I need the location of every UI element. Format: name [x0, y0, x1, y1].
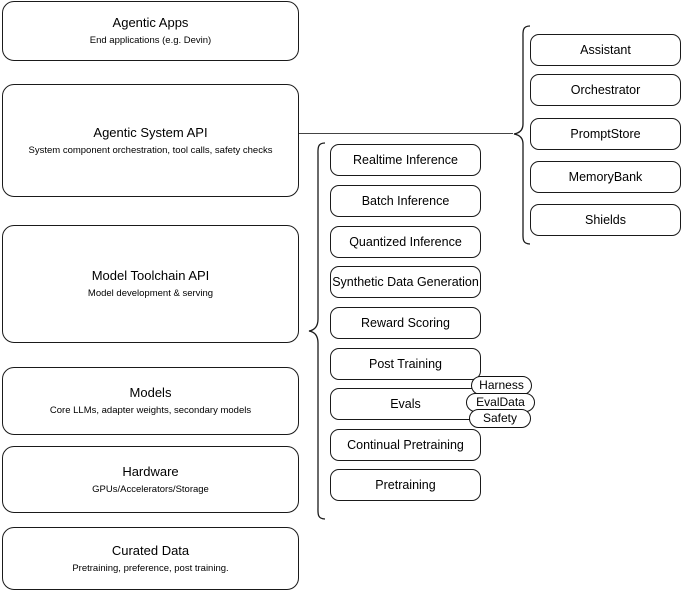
component-assistant[interactable]: Assistant: [530, 34, 681, 66]
capability-pretraining[interactable]: Pretraining: [330, 469, 481, 501]
eval-tag-label: Safety: [482, 411, 518, 425]
component-shields[interactable]: Shields: [530, 204, 681, 236]
stack-layer-agentic-apps[interactable]: Agentic Apps End applications (e.g. Devi…: [2, 1, 299, 61]
capability-synthetic-data-generation[interactable]: Synthetic Data Generation: [330, 266, 481, 298]
component-promptstore[interactable]: PromptStore: [530, 118, 681, 150]
layer-subtitle: Core LLMs, adapter weights, secondary mo…: [49, 405, 252, 416]
capability-label: Post Training: [369, 357, 442, 371]
component-label: Orchestrator: [570, 83, 641, 97]
layer-title: Agentic System API: [93, 124, 208, 140]
capability-label: Quantized Inference: [349, 235, 462, 249]
capability-label: Continual Pretraining: [347, 438, 464, 452]
capability-label: Batch Inference: [361, 194, 450, 208]
component-label: MemoryBank: [568, 170, 643, 184]
connector-line-agentic-system-api: [299, 133, 513, 135]
component-orchestrator[interactable]: Orchestrator: [530, 74, 681, 106]
stack-layer-hardware[interactable]: Hardware GPUs/Accelerators/Storage: [2, 446, 299, 513]
capability-reward-scoring[interactable]: Reward Scoring: [330, 307, 481, 339]
stack-layer-agentic-system-api[interactable]: Agentic System API System component orch…: [2, 84, 299, 197]
capability-post-training[interactable]: Post Training: [330, 348, 481, 380]
capability-label: Reward Scoring: [361, 316, 450, 330]
capability-label: Synthetic Data Generation: [332, 275, 479, 289]
agentic-system-brace: [508, 24, 532, 248]
layer-title: Hardware: [122, 463, 179, 479]
capability-label: Realtime Inference: [353, 153, 458, 167]
stack-layer-models[interactable]: Models Core LLMs, adapter weights, secon…: [2, 367, 299, 435]
layer-title: Agentic Apps: [112, 15, 189, 30]
eval-tag-safety[interactable]: Safety: [469, 409, 531, 428]
capability-evals[interactable]: Evals: [330, 388, 481, 420]
layer-subtitle: GPUs/Accelerators/Storage: [92, 483, 209, 495]
capability-label: Evals: [390, 397, 421, 411]
component-label: PromptStore: [570, 127, 641, 141]
eval-tag-evaldata[interactable]: EvalData: [466, 393, 535, 412]
component-label: Shields: [585, 213, 626, 227]
stack-layer-curated-data[interactable]: Curated Data Pretraining, preference, po…: [2, 527, 299, 590]
layer-subtitle: Pretraining, preference, post training.: [72, 562, 229, 574]
capability-label: Pretraining: [375, 478, 436, 492]
component-label: Assistant: [580, 43, 631, 57]
stack-layer-model-toolchain-api[interactable]: Model Toolchain API Model development & …: [2, 225, 299, 343]
model-toolchain-brace: [303, 141, 327, 521]
capability-batch-inference[interactable]: Batch Inference: [330, 185, 481, 217]
eval-tag-label: EvalData: [476, 395, 525, 409]
eval-tag-label: Harness: [479, 378, 524, 392]
layer-subtitle: System component orchestration, tool cal…: [28, 144, 273, 156]
layer-title: Curated Data: [111, 542, 190, 558]
layer-subtitle: Model development & serving: [87, 288, 214, 299]
capability-quantized-inference[interactable]: Quantized Inference: [330, 226, 481, 258]
component-memorybank[interactable]: MemoryBank: [530, 161, 681, 193]
layer-title: Models: [129, 385, 172, 400]
layer-title: Model Toolchain API: [91, 268, 210, 283]
capability-realtime-inference[interactable]: Realtime Inference: [330, 144, 481, 176]
capability-continual-pretraining[interactable]: Continual Pretraining: [330, 429, 481, 461]
layer-subtitle: End applications (e.g. Devin): [89, 35, 212, 46]
